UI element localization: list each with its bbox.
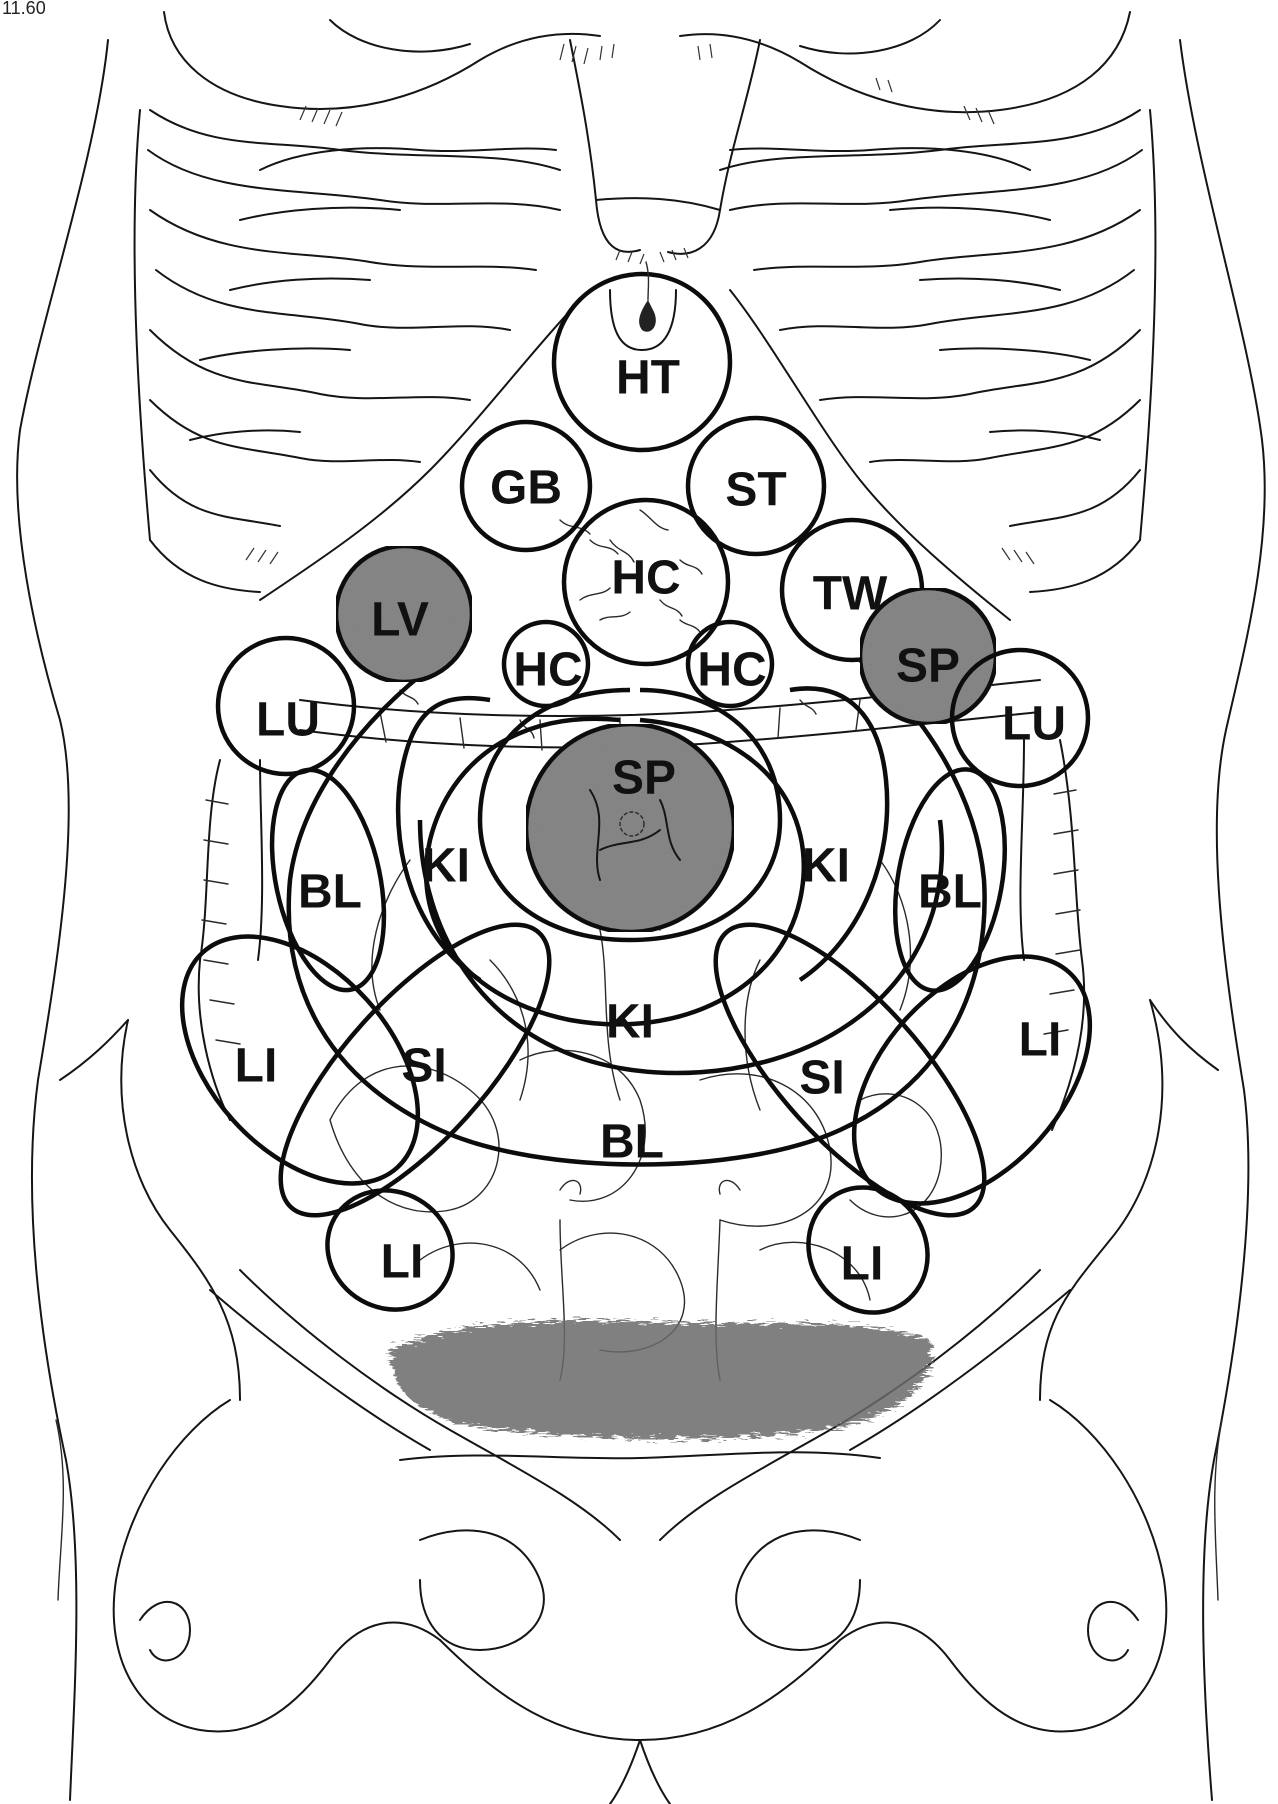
label-sp-right: SP — [896, 640, 960, 693]
label-sp-center: SP — [612, 752, 676, 805]
label-ki-left: KI — [422, 840, 470, 893]
label-si-left: SI — [401, 1040, 446, 1093]
label-bl-right: BL — [918, 866, 982, 919]
label-si-right: SI — [799, 1052, 844, 1105]
corner-mark-text: 11.60 — [2, 0, 46, 18]
label-tw: TW — [813, 568, 888, 621]
label-ht: HT — [616, 352, 680, 405]
label-hc-right: HC — [697, 644, 766, 697]
label-bl-bottom: BL — [600, 1116, 664, 1169]
label-hc-center: HC — [611, 552, 680, 605]
label-ki-right: KI — [802, 840, 850, 893]
label-li-lower-right: LI — [841, 1238, 884, 1291]
label-lu-right: LU — [1002, 698, 1066, 751]
label-li-upper-right: LI — [1019, 1014, 1062, 1067]
heart-drop-icon — [639, 300, 656, 332]
label-li-lower-left: LI — [381, 1236, 424, 1289]
label-lv: LV — [371, 594, 429, 647]
label-lu-left: LU — [256, 694, 320, 747]
label-gb: GB — [490, 462, 562, 515]
label-li-upper-left: LI — [235, 1040, 278, 1093]
label-ki-bottom: KI — [606, 996, 654, 1049]
label-st: ST — [725, 464, 786, 517]
label-bl-left: BL — [298, 866, 362, 919]
pubic-shading — [390, 1320, 932, 1439]
label-hc-left: HC — [513, 644, 582, 697]
